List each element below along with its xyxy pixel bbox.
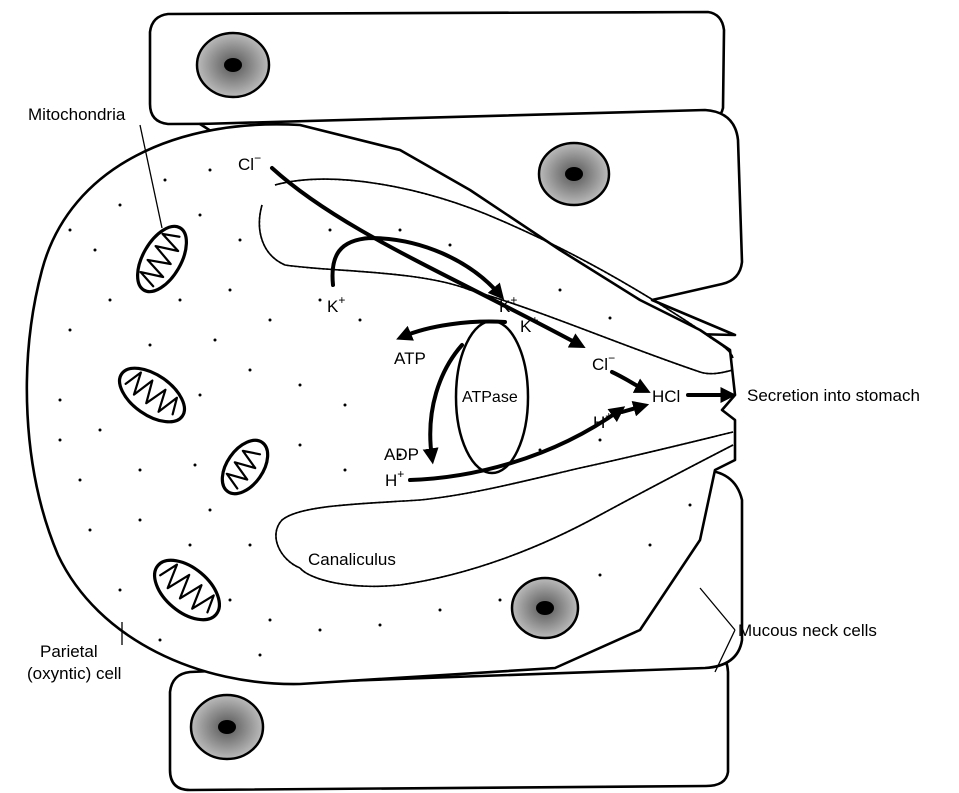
nucleus-icon — [512, 578, 578, 638]
mitochondria-label: Mitochondria — [28, 105, 126, 124]
atpase-label: ATPase — [462, 389, 518, 406]
atp-label: ATP — [394, 349, 426, 368]
mucous-neck-label: Mucous neck cells — [738, 621, 877, 640]
nucleus-icon — [197, 33, 269, 97]
secretion-label: Secretion into stomach — [747, 386, 920, 405]
nucleus-icon — [191, 695, 263, 759]
adp-label: ADP — [384, 445, 419, 464]
canaliculus-label: Canaliculus — [308, 550, 396, 569]
parietal-label-line1: Parietal — [40, 642, 98, 661]
hcl-label: HCl — [652, 387, 680, 406]
nucleus-icon — [539, 143, 609, 205]
parietal-label-line2: (oxyntic) cell — [27, 664, 121, 683]
